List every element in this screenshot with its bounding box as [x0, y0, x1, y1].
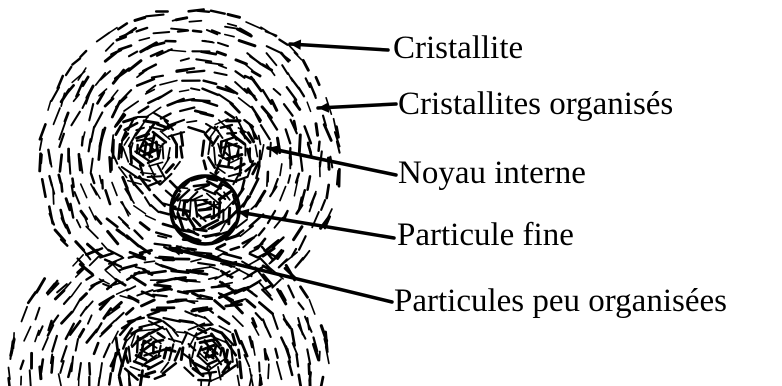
label-organised-crystallites: Cristallites organisés [398, 88, 673, 121]
upper-particle [40, 10, 340, 312]
label-fine-particle: Particule fine [397, 219, 574, 252]
label-inner-core: Noyau interne [398, 157, 586, 190]
label-poorly-organised-particles: Particules peu organisées [394, 285, 727, 318]
label-cristallite: Cristallite [393, 32, 523, 65]
